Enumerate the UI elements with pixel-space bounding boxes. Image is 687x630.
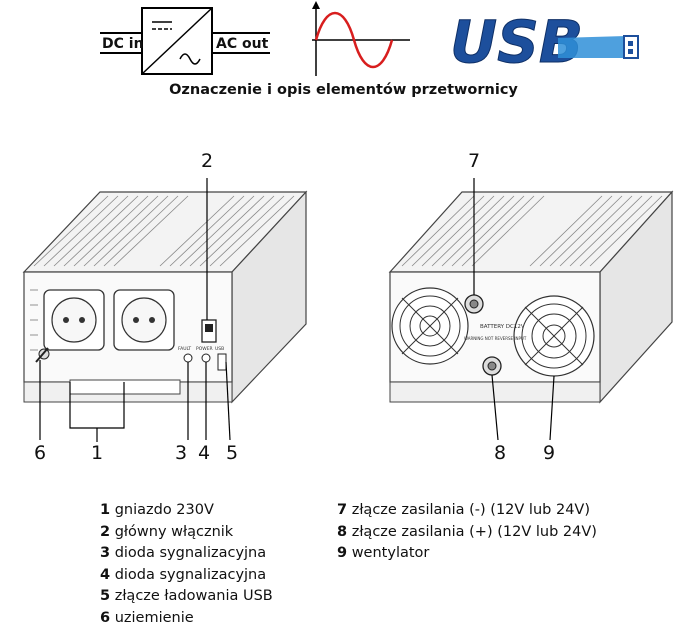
inverter-back-view: BATTERY DC12V WARNING NOT REVERSE INPUT: [380, 140, 680, 470]
legend-item: 9 wentylator: [337, 545, 430, 561]
callout-5: 5: [225, 442, 239, 464]
callout-4: 4: [197, 442, 211, 464]
legend-item: 4 dioda sygnalizacyjna: [100, 566, 267, 583]
usb-logo: USB: [446, 6, 646, 78]
usb-logo-icon: USB: [450, 8, 639, 77]
callout-2: 2: [200, 150, 214, 172]
sine-wave-icon: [312, 1, 410, 76]
page-title: Oznaczenie i opis elementów przetwornicy: [169, 82, 518, 98]
legend-right: 7 złącze zasilania (-) (12V lub 24V) 8 z…: [337, 500, 597, 565]
sine-wave-symbol: [302, 0, 412, 80]
inverter-back-drawing: BATTERY DC12V WARNING NOT REVERSE INPUT: [388, 178, 674, 441]
usb-port-label: USB: [215, 346, 224, 352]
legend-item: 8 złącze zasilania (+) (12V lub 24V): [337, 523, 597, 540]
legend-item: 1 gniazdo 230V: [100, 502, 214, 518]
callout-7: 7: [467, 150, 481, 172]
callout-6: 6: [33, 442, 47, 464]
legend-item: 6 uziemienie: [100, 609, 194, 626]
power-label: POWER: [196, 346, 213, 352]
dc-ac-converter-symbol: [100, 5, 270, 77]
converter-icon: [100, 7, 270, 75]
fault-label: FAULT: [178, 346, 191, 352]
callout-9: 9: [542, 442, 556, 464]
legend-left: 1 gniazdo 230V 2 główny włącznik 3 dioda…: [100, 500, 273, 629]
ac-out-label: AC out: [216, 36, 269, 52]
legend-item: 7 złącze zasilania (-) (12V lub 24V): [337, 502, 590, 518]
legend-item: 2 główny włącznik: [100, 523, 234, 540]
inverter-front-view: FAULT POWER USB: [10, 140, 320, 470]
callout-8: 8: [493, 442, 507, 464]
inverter-front-drawing: FAULT POWER USB: [22, 178, 308, 442]
callout-1: 1: [90, 442, 104, 464]
battery-label: BATTERY DC12V: [480, 324, 525, 330]
legend-item: 3 dioda sygnalizacyjna: [100, 545, 267, 561]
legend-item: 5 złącze ładowania USB: [100, 588, 273, 604]
dc-in-label: DC in: [102, 36, 144, 52]
warning-label: WARNING NOT REVERSE INPUT: [464, 336, 527, 341]
callout-3: 3: [174, 442, 188, 464]
